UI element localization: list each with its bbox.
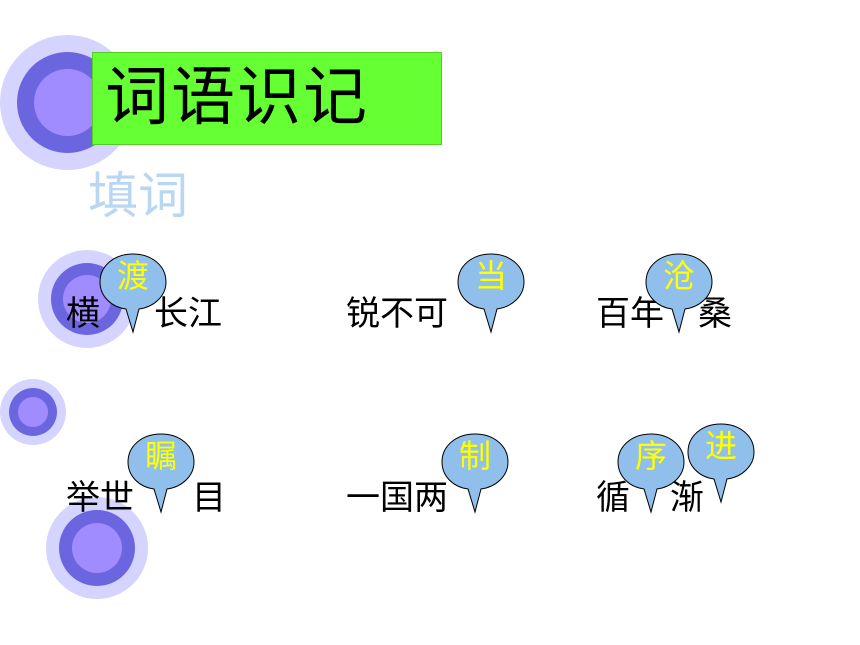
answer-bubble-6b: 进	[687, 422, 758, 504]
answer-text-5: 制	[458, 437, 491, 475]
answer-text-2: 当	[474, 257, 507, 295]
answer-text-6b: 进	[704, 427, 737, 465]
answer-bubble-3: 沧	[645, 252, 716, 334]
page-title: 词语识记	[105, 61, 369, 135]
answer-text-3: 沧	[662, 257, 695, 295]
phrase-4-after: 目	[192, 478, 226, 518]
title-box: 词语识记	[92, 52, 442, 145]
answer-bubble-4: 瞩	[127, 432, 198, 514]
phrase-3-before: 百年	[596, 294, 664, 334]
answer-text-4: 瞩	[144, 437, 177, 475]
answer-bubble-1: 渡	[99, 252, 170, 334]
subtitle: 填词	[88, 167, 188, 225]
answer-text-6a: 序	[634, 437, 667, 475]
phrase-1-before: 横	[66, 294, 100, 334]
answer-bubble-5: 制	[441, 432, 512, 514]
answer-text-1: 渡	[116, 257, 149, 295]
phrase-5-before: 一国两	[346, 478, 448, 518]
phrase-4-before: 举世	[66, 478, 134, 518]
answer-bubble-6a: 序	[617, 432, 688, 514]
phrase-6-after: 渐	[670, 478, 704, 518]
phrase-2-before: 锐不可	[346, 294, 448, 334]
phrase-1-after: 长江	[154, 294, 222, 334]
answer-bubble-2: 当	[457, 252, 528, 334]
phrase-6-before: 循	[596, 478, 630, 518]
